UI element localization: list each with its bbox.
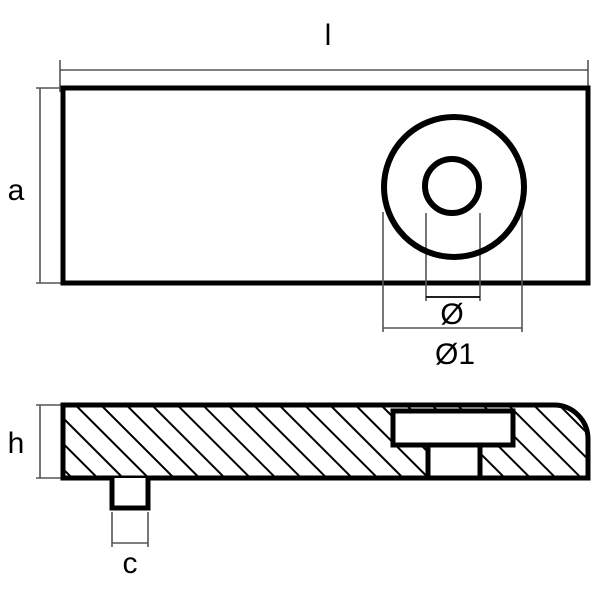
top-view <box>36 60 591 332</box>
section-view <box>36 402 591 547</box>
plate-outline-top-view <box>60 85 591 286</box>
section-hatching <box>63 405 588 478</box>
dimension-label-bore-diameter: Ø <box>440 298 463 331</box>
dimension-label-counterbore-diameter: Ø1 <box>435 338 475 371</box>
section-body-outline <box>60 402 591 481</box>
dimension-label-width: a <box>8 174 25 207</box>
inner-circle <box>422 156 482 216</box>
dimension-label-length: l <box>325 19 332 52</box>
mounting-tab <box>109 478 151 511</box>
dimension-labels: l a Ø Ø1 h c <box>8 19 475 580</box>
bore-hole-lower <box>425 442 483 481</box>
dimension-label-tab-width: c <box>123 547 138 580</box>
dimension-label-height: h <box>8 427 25 460</box>
outer-circle <box>381 114 527 260</box>
